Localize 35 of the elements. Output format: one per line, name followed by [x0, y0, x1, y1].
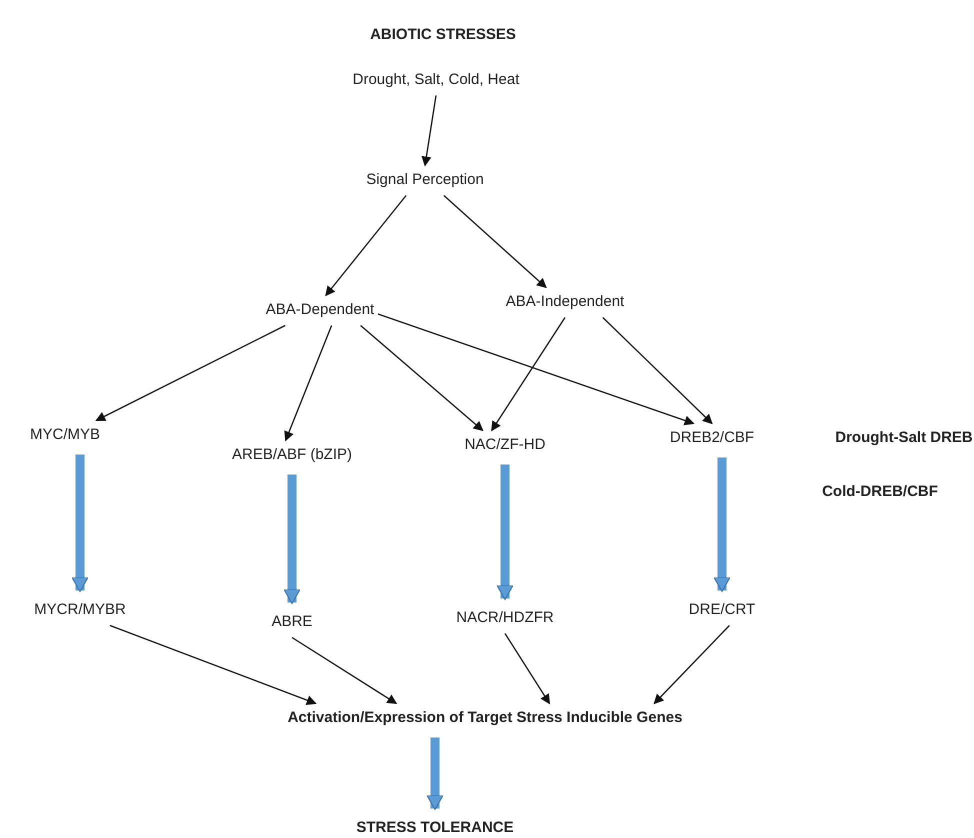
- arrow: [443, 195, 547, 288]
- arrow: [360, 325, 484, 432]
- arrow: [325, 195, 407, 296]
- arrow: [95, 324, 286, 422]
- pathway-label: MYCR/MYBR: [30, 598, 130, 622]
- block-arrow: [284, 474, 300, 604]
- arrow: [378, 313, 695, 426]
- arrow: [504, 633, 550, 704]
- pathway-label: ABRE: [268, 610, 316, 634]
- diagram-title: ABIOTIC STRESSES: [370, 25, 516, 45]
- block-arrow: [714, 458, 730, 592]
- arrow: [284, 325, 332, 442]
- pathway-label: Activation/Expression of Target Stress Inducible Genes: [284, 706, 686, 730]
- pathway-label: MYC/MYB: [26, 424, 104, 446]
- pathway-label: DREB2/CBF: [666, 426, 758, 450]
- pathway-label: NACR/HDZFR: [452, 606, 558, 630]
- pathway-label: STRESS TOLERANCE: [352, 816, 518, 838]
- pathway-label: ABA-Dependent: [262, 298, 378, 322]
- pathway-label: AREB/ABF (bZIP): [228, 444, 356, 466]
- block-arrow: [426, 738, 444, 810]
- pathway-label: NAC/ZF-HD: [460, 434, 550, 456]
- arrow: [421, 95, 437, 166]
- block-arrow: [72, 454, 88, 592]
- pathway-label: Signal Perception: [362, 168, 488, 192]
- arrow: [602, 317, 713, 424]
- side-note: Drought-Salt DREB: [835, 428, 973, 448]
- side-note: Cold-DREB/CBF: [822, 482, 938, 502]
- pathway-label: ABA-Independent: [502, 290, 628, 314]
- arrow: [292, 636, 398, 704]
- arrow: [654, 625, 730, 704]
- pathway-label: Drought, Salt, Cold, Heat: [348, 68, 524, 92]
- block-arrow: [496, 464, 514, 600]
- pathway-label: DRE/CRT: [684, 598, 760, 622]
- arrow: [110, 624, 317, 705]
- arrow: [491, 317, 566, 432]
